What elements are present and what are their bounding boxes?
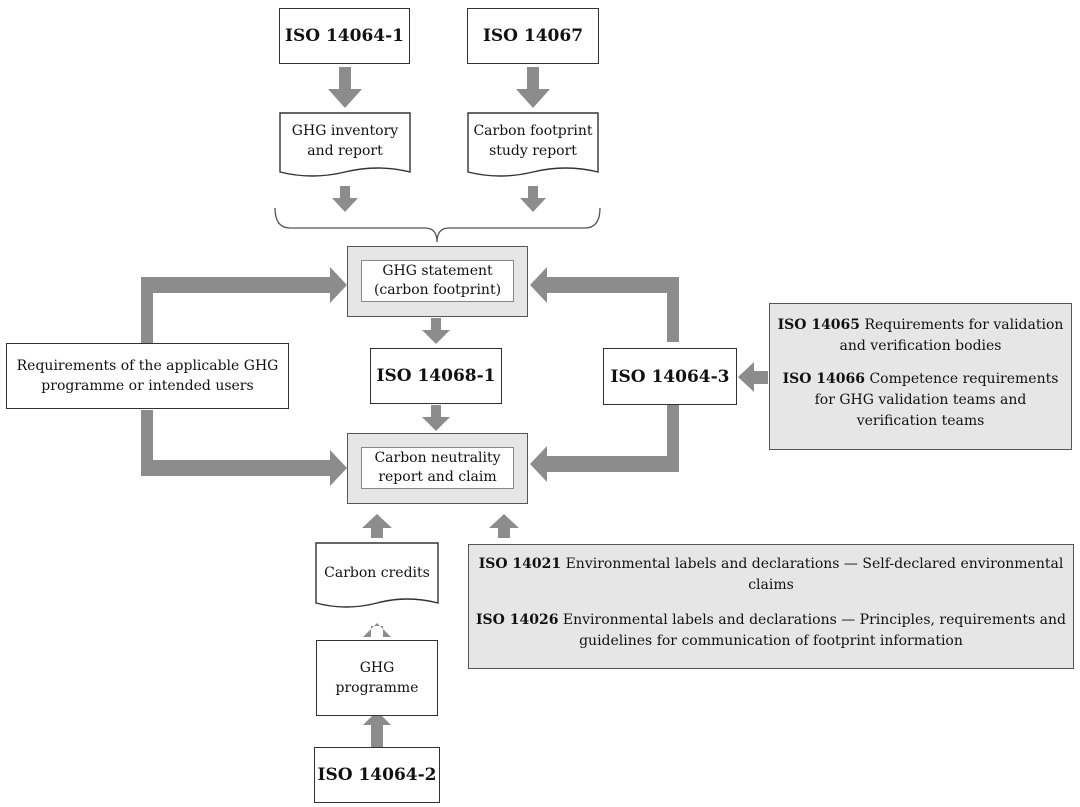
iso-14064-2-label: ISO 14064-2	[317, 765, 437, 785]
carbon-neutrality-inner: Carbon neutrality report and claim	[361, 447, 514, 489]
document-shape	[279, 112, 411, 177]
ghg-statement-box: GHG statement (carbon footprint)	[347, 246, 528, 317]
ghg-inventory-label-1: GHG inventory	[291, 123, 399, 139]
iso-14026-code: ISO 14026	[476, 612, 559, 628]
iso-14066-text-1: Competence requirements	[865, 371, 1059, 387]
requirements-label-2: programme or intended users	[41, 378, 254, 394]
cf-study-label-2: study report	[489, 143, 577, 159]
neutrality-label-2: report and claim	[378, 469, 497, 485]
verification-standards-note: ISO 14065 Requirements for validation an…	[769, 303, 1072, 450]
ghg-inventory-report-doc: GHG inventory and report	[280, 118, 410, 164]
arrow-down-icon	[422, 318, 450, 344]
requirements-label-1: Requirements of the applicable GHG	[16, 358, 279, 374]
iso-14068-1-label: ISO 14068-1	[376, 366, 496, 386]
requirements-box: Requirements of the applicable GHG progr…	[6, 343, 289, 409]
arrow-up-icon	[363, 711, 391, 748]
elbow-arrow-icon	[141, 410, 347, 486]
ghg-statement-label-1: GHG statement	[382, 263, 493, 279]
iso-14064-1-label: ISO 14064-1	[285, 26, 404, 46]
iso-14026-entry: ISO 14026 Environmental labels and decla…	[469, 610, 1073, 652]
carbon-credits-doc: Carbon credits	[316, 548, 438, 598]
ghg-programme-label-1: GHG	[359, 660, 395, 676]
arrow-up-icon	[363, 623, 391, 637]
arrow-down-icon	[332, 186, 358, 212]
elbow-arrow-icon	[141, 267, 347, 343]
document-shape	[467, 112, 599, 177]
ghg-statement-inner: GHG statement (carbon footprint)	[361, 260, 514, 302]
elbow-arrow-icon	[530, 405, 679, 482]
carbon-neutrality-box: Carbon neutrality report and claim	[347, 433, 528, 504]
iso-14066-code: ISO 14066	[782, 371, 865, 387]
document-shape	[315, 542, 439, 608]
elbow-arrow-icon	[530, 267, 679, 342]
iso-14065-text-1: Requirements for validation	[860, 317, 1064, 333]
arrow-down-icon	[422, 405, 450, 431]
iso-14068-1-box: ISO 14068-1	[370, 348, 502, 404]
carbon-footprint-study-doc: Carbon footprint study report	[468, 118, 598, 164]
iso-14066-text-3: verification teams	[856, 413, 985, 429]
iso-14064-1-box: ISO 14064-1	[279, 8, 410, 64]
iso-14021-code: ISO 14021	[478, 556, 562, 572]
iso-14026-text-1: Environmental labels and declarations — …	[558, 612, 1066, 628]
iso-14064-3-box: ISO 14064-3	[603, 348, 737, 405]
iso-14067-label: ISO 14067	[482, 26, 584, 46]
carbon-credits-label: Carbon credits	[324, 565, 430, 581]
iso-14065-code: ISO 14065	[777, 317, 861, 333]
arrow-down-icon	[516, 67, 550, 108]
ghg-programme-box: GHG programme	[316, 640, 438, 716]
iso-14064-3-label: ISO 14064-3	[610, 366, 730, 387]
arrow-down-icon	[520, 186, 546, 212]
iso-14065-text-2: and verification bodies	[839, 338, 1002, 354]
brace-bracket	[274, 207, 601, 243]
cf-study-label-1: Carbon footprint	[473, 123, 593, 139]
arrow-down-icon	[328, 67, 362, 108]
iso-14021-text-1: Environmental labels and declarations — …	[561, 556, 1064, 572]
iso-14065-entry: ISO 14065 Requirements for validation an…	[770, 315, 1071, 357]
iso-14067-box: ISO 14067	[467, 8, 599, 64]
iso-14021-entry: ISO 14021 Environmental labels and decla…	[469, 554, 1073, 596]
iso-14066-text-2: for GHG validation teams and	[814, 392, 1027, 408]
iso-14026-text-2: guidelines for communication of footprin…	[579, 633, 963, 649]
ghg-inventory-label-2: and report	[307, 143, 383, 159]
iso-14066-entry: ISO 14066 Competence requirements for GH…	[770, 369, 1071, 432]
arrow-up-icon	[489, 514, 519, 538]
ghg-programme-label-2: programme	[335, 680, 419, 696]
ghg-statement-label-2: (carbon footprint)	[373, 282, 502, 298]
arrow-left-icon	[738, 362, 768, 392]
labels-standards-note: ISO 14021 Environmental labels and decla…	[468, 544, 1074, 669]
arrow-up-icon	[362, 514, 392, 538]
iso-14064-2-box: ISO 14064-2	[314, 747, 440, 803]
iso-14021-text-2: claims	[748, 577, 794, 593]
neutrality-label-1: Carbon neutrality	[374, 450, 501, 466]
